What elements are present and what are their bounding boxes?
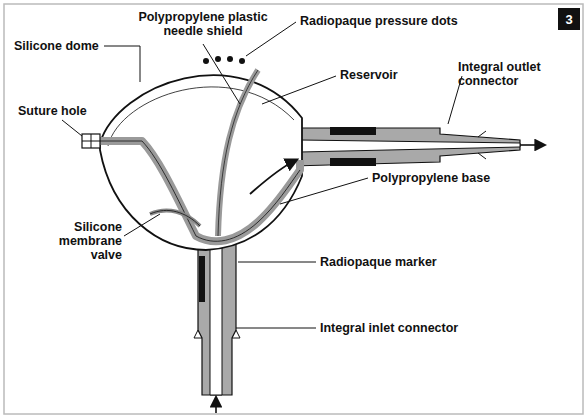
part-label: Polypropylene plastic needle shield xyxy=(128,10,278,38)
part-label: Suture hole xyxy=(18,104,118,118)
part-label: Silicone membrane valve xyxy=(38,220,122,262)
needle-shield xyxy=(218,70,258,236)
radiopaque-marker xyxy=(199,256,205,302)
part-label: Integral inlet connector xyxy=(320,321,510,335)
frame xyxy=(4,4,583,414)
silicone-dome xyxy=(100,75,302,250)
part-label: Integral outlet connector xyxy=(458,60,562,88)
figure-number-box: 3 xyxy=(558,8,580,30)
pressure-dots xyxy=(203,56,245,64)
part-label: Silicone dome xyxy=(14,39,124,53)
polypropylene-base xyxy=(100,141,300,241)
part-label: Radiopaque marker xyxy=(320,255,490,269)
suture-hole xyxy=(82,134,100,148)
part-label: Radiopaque pressure dots xyxy=(300,14,500,28)
outlet-connector xyxy=(292,127,544,166)
figure-number: 3 xyxy=(565,12,572,27)
membrane-valve xyxy=(150,210,200,226)
part-label: Reservoir xyxy=(340,68,440,82)
inlet-connector xyxy=(194,236,240,413)
part-label: Polypropylene base xyxy=(372,171,532,185)
